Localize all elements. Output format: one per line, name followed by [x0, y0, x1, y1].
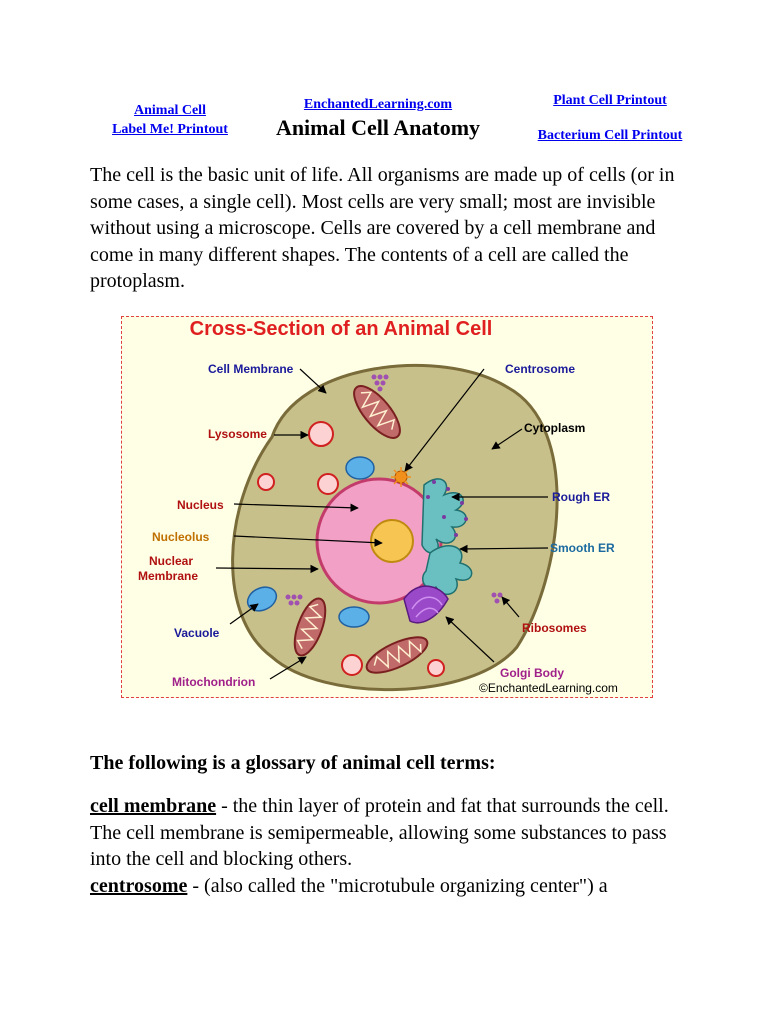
label-ribosomes: Ribosomes [522, 621, 587, 635]
bacterium-cell-printout-link[interactable]: Bacterium Cell Printout [537, 128, 683, 143]
label-nuclear: Nuclear [149, 554, 193, 568]
glossary-entry: cell membrane - the thin layer of protei… [90, 793, 680, 873]
animal-cell-label-me-link[interactable]: Animal Cell Label Me! Printout [0, 101, 340, 139]
glossary-term[interactable]: centrosome [90, 874, 188, 897]
label-me-line1: Animal Cell [134, 103, 206, 118]
mitochondrion-shape [353, 385, 401, 439]
vesicle-shape [317, 473, 339, 495]
label-nucleolus: Nucleolus [152, 530, 210, 544]
label-smooth-er: Smooth ER [550, 541, 615, 555]
label-mitochondrion: Mitochondrion [172, 675, 255, 689]
vacuole-shape [345, 456, 375, 480]
glossary-heading: The following is a glossary of animal ce… [90, 752, 496, 774]
enchanted-learning-link[interactable]: EnchantedLearning.com [303, 97, 453, 112]
cell-diagram-svg: Cross-Section of an Animal Cell [138, 318, 618, 695]
label-me-line2: Label Me! Printout [112, 122, 228, 137]
nucleolus-shape [370, 519, 414, 563]
label-cytoplasm: Cytoplasm [524, 421, 585, 435]
mitochondrion-shape [293, 597, 327, 657]
centrosome-shape [391, 467, 411, 487]
glossary: cell membrane - the thin layer of protei… [90, 793, 680, 899]
glossary-definition: - the thin layer of protein and fat that… [90, 795, 669, 870]
lysosome-shape [308, 421, 334, 447]
glossary-definition: - (also called the "microtubule organizi… [187, 874, 608, 897]
label-membrane: Membrane [138, 569, 198, 583]
diagram-title: Cross-Section of an Animal Cell [190, 318, 493, 340]
vesicle-shape [257, 473, 275, 491]
golgi-body-shape [403, 585, 449, 624]
label-pointers [215, 368, 549, 680]
vesicle-shape [427, 659, 445, 677]
vacuole-shape [338, 606, 370, 628]
plant-cell-printout-link[interactable]: Plant Cell Printout [553, 93, 667, 108]
ribosome-cluster [285, 374, 503, 606]
diagram-copyright: ©EnchantedLearning.com [479, 681, 618, 695]
mitochondrion-shape [365, 636, 429, 674]
label-centrosome: Centrosome [505, 362, 575, 376]
animal-cell-diagram: Cross-Section of an Animal Cell [121, 316, 653, 698]
label-lysosome: Lysosome [208, 427, 267, 441]
label-rough-er: Rough ER [552, 490, 610, 504]
label-cell-membrane: Cell Membrane [208, 362, 294, 376]
glossary-entry: centrosome - (also called the "microtubu… [90, 873, 680, 900]
label-vacuole: Vacuole [174, 626, 220, 640]
glossary-term[interactable]: cell membrane [90, 795, 217, 817]
label-nucleus: Nucleus [177, 498, 224, 512]
intro-paragraph: The cell is the basic unit of life. All … [90, 164, 675, 292]
label-golgi-body: Golgi Body [500, 666, 564, 680]
page-title: Animal Cell Anatomy [275, 115, 481, 140]
vesicle-shape [341, 654, 363, 676]
